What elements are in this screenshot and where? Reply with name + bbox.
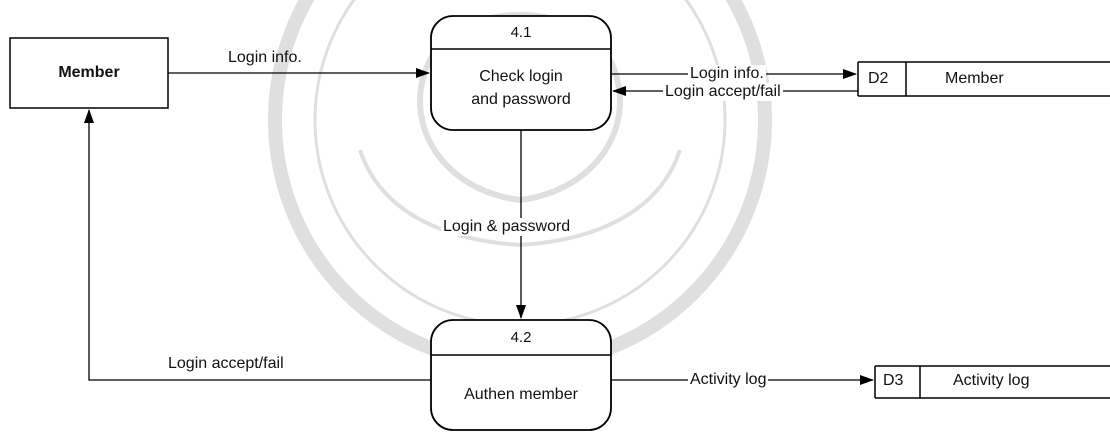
data-store-d2-label: Member: [945, 70, 1004, 87]
data-store-d2-id: D2: [868, 70, 889, 87]
member-entity-label: Member: [58, 64, 120, 81]
process-4-2-box: [430, 319, 612, 431]
data-store-d3-label: Activity log: [953, 372, 1030, 389]
flow-process-4-2-to-member: [84, 109, 431, 381]
flow-label-d2-to-process-4-1: Login accept/fail: [663, 83, 783, 101]
data-store-d3: [874, 365, 1110, 399]
data-store-d2: [857, 61, 1110, 97]
flow-label-process-4-1-to-d2: Login info.: [688, 65, 766, 83]
process-4-2-id: 4.2: [510, 329, 532, 346]
member-entity-box: [9, 37, 169, 109]
data-store-d3-id: D3: [883, 372, 904, 389]
flow-label-process-4-2-to-d3: Activity log: [688, 371, 769, 389]
flow-label-member-to-process-4-1: Login info.: [228, 49, 302, 66]
process-4-1-line2: and password: [471, 91, 571, 108]
process-4-1-id: 4.1: [510, 24, 532, 41]
process-4-1-line1: Check login: [479, 68, 563, 85]
flow-label-process-4-1-to-process-4-2: Login & password: [441, 218, 573, 236]
flow-label-process-4-2-to-member: Login accept/fail: [168, 355, 284, 372]
process-4-2-label: Authen member: [464, 386, 578, 403]
